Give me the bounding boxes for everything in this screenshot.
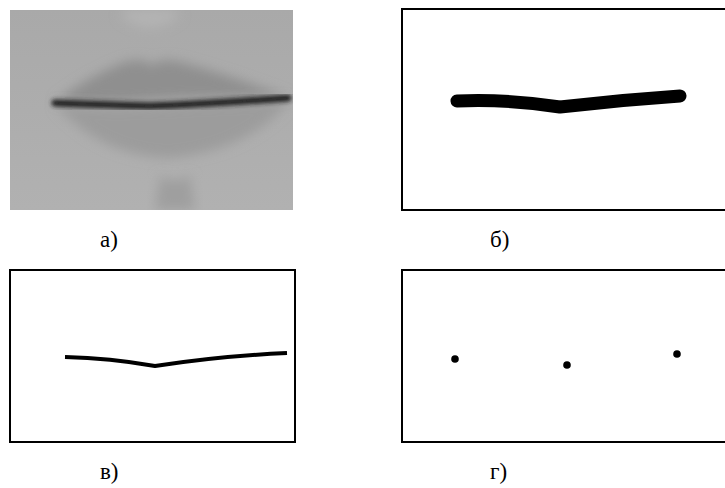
panel-frame [402, 270, 725, 442]
panel-frame [402, 9, 725, 210]
lips-photo [10, 10, 293, 210]
panel-label: г) [490, 460, 507, 483]
panel-label: б) [490, 228, 509, 251]
mouth-point [451, 355, 459, 363]
thin-mouth-line [65, 353, 287, 366]
panel-frame [10, 270, 295, 442]
mouth-point [673, 350, 681, 358]
panel-label: а) [100, 228, 118, 251]
mouth-point [563, 361, 571, 369]
panel-label: в) [100, 460, 119, 483]
thick-mouth-line [457, 96, 680, 107]
